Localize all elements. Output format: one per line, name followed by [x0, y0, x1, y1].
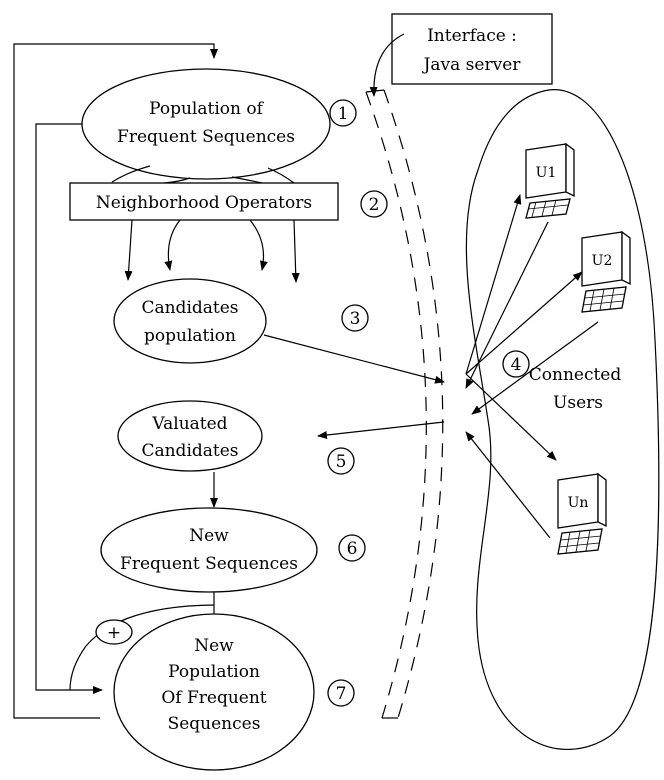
interface-label-1: Interface : [427, 26, 517, 46]
candidates-label-2: population [144, 326, 236, 346]
terminal-side [565, 142, 575, 198]
valuated-label-2: Candidates [141, 441, 238, 461]
user-terminal-u1: U1 [525, 142, 575, 219]
interface-band-right [383, 89, 444, 719]
user-terminal-un: Un [557, 472, 607, 555]
terminal-side [621, 230, 631, 286]
pop-to-op-curve-2 [163, 177, 191, 184]
new-frequent-node [100, 507, 318, 593]
interface-to-un-arrow [465, 373, 557, 461]
new-population-label-3: Of Frequent [161, 688, 266, 708]
step-circle-4 [502, 350, 530, 378]
operators-box [69, 182, 339, 221]
interface-to-u2-arrow [465, 271, 583, 375]
plus-circle [95, 619, 133, 645]
connected-users-label-2: Users [553, 393, 603, 413]
step-circle-7 [327, 679, 355, 707]
interface-pointer-arrow [369, 33, 405, 97]
outer-loop-arrow [13, 43, 218, 719]
operators-label: Neighborhood Operators [96, 193, 312, 213]
plus-curve [69, 604, 215, 691]
step-circle-5 [327, 447, 355, 475]
step-number-7: 7 [336, 684, 347, 704]
step-number-6: 6 [347, 539, 358, 559]
new-population-label-2: Population [168, 662, 260, 682]
candidates-to-interface-arrow [263, 334, 445, 384]
candidates-label-1: Candidates [141, 298, 238, 318]
new-population-label-1: New [194, 636, 234, 656]
population-node [81, 68, 331, 180]
pop-to-op-curve-1 [111, 165, 151, 183]
plus-label: + [107, 623, 121, 643]
new-population-node [113, 613, 315, 771]
interface-box [391, 13, 553, 85]
step-circle-1 [329, 99, 357, 127]
user-label-u2: U2 [592, 253, 613, 269]
pop-to-op-curve-3 [231, 176, 263, 184]
interface-band-left [365, 91, 427, 719]
candidates-node [113, 278, 267, 364]
pop-to-op-curve-4 [267, 167, 295, 184]
interface-to-u1-arrow [465, 194, 522, 375]
step-circle-6 [338, 534, 366, 562]
population-label-1: Population of [149, 99, 264, 119]
op-to-cand-arrow-4 [291, 219, 300, 283]
connected-users-label-1: Connected [529, 365, 622, 385]
interface-band-top-cap [365, 89, 385, 93]
step-number-3: 3 [350, 309, 361, 329]
step-number-5: 5 [336, 452, 347, 472]
new-frequent-label-2: Frequent Sequences [120, 554, 298, 574]
interface-to-valuated-arrow [317, 421, 445, 439]
user-label-un: Un [568, 495, 589, 511]
step-number-2: 2 [369, 195, 380, 215]
op-to-cand-arrow-1 [124, 219, 133, 281]
valuated-label-1: Valuated [151, 414, 227, 434]
op-to-cand-arrow-3 [249, 219, 268, 271]
new-population-label-4: Sequences [168, 714, 261, 734]
un-to-interface-arrow [465, 431, 551, 539]
valuated-node [117, 400, 263, 472]
step-number-4: 4 [511, 355, 522, 375]
interface-label-2: Java server [422, 55, 522, 75]
step-circle-2 [360, 190, 388, 218]
u2-to-interface-arrow [471, 321, 599, 415]
step-circle-3 [341, 304, 369, 332]
step-number-1: 1 [338, 104, 349, 124]
user-terminal-u2: U2 [581, 230, 631, 313]
keyboard-icon [525, 198, 571, 219]
inner-loop-arrow [35, 123, 103, 694]
terminal-side [597, 472, 607, 528]
user-label-u1: U1 [536, 165, 557, 181]
users-cloud [465, 89, 660, 751]
population-label-2: Frequent Sequences [117, 127, 295, 147]
u1-to-interface-arrow [465, 221, 549, 389]
op-to-cand-arrow-2 [164, 219, 181, 271]
new-frequent-label-1: New [189, 526, 229, 546]
